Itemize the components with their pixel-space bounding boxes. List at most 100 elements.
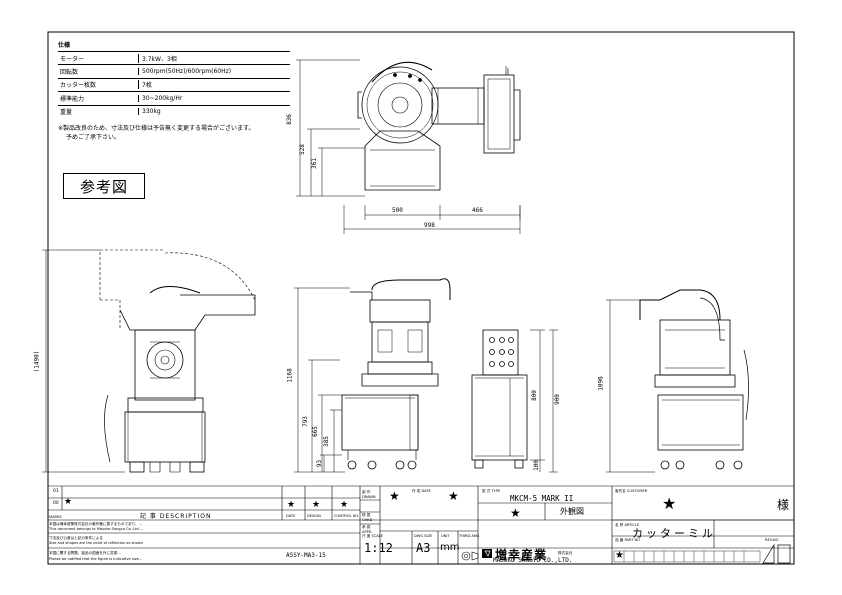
dim-1490: (1490) xyxy=(33,350,41,373)
dim-528: 528 xyxy=(298,144,306,155)
fine-print-2: Size and shapes are the point of reflect… xyxy=(49,541,144,545)
checked-label: 検 図 CHKD xyxy=(362,513,373,522)
company-name-en: MASUKO SANGYO CO.,LTD. xyxy=(493,557,573,564)
fine-print-1: 寸法及び公差は上記の条件による xyxy=(49,536,103,540)
customer-star: ★ xyxy=(662,494,677,513)
top-view-dimensions xyxy=(296,59,521,234)
reference-drawing-stamp: 参考図 xyxy=(63,173,145,199)
drawing-number: ASSY-MA3-15 xyxy=(286,552,326,559)
dim-361: 361 xyxy=(310,158,318,169)
drawing-name: 外観図 xyxy=(560,507,584,516)
revision-triangle xyxy=(762,543,775,564)
date-label: DATE xyxy=(286,514,296,518)
date2-star: ★ xyxy=(448,489,459,503)
spec-row: 標準能力 30~200kg/Hr xyxy=(58,91,290,104)
dim-1096: 1096 xyxy=(597,376,605,391)
customer-sama: 様 xyxy=(777,498,790,512)
article-label: 名 称 ARTICLE xyxy=(615,523,640,527)
spec-row: 重量 330kg xyxy=(58,104,290,118)
dim-836: 836 xyxy=(285,114,293,125)
left-view-dimensions xyxy=(42,249,125,473)
spec-row: 回転数 500rpm(50Hz)/600rpm(60Hz) xyxy=(58,64,290,77)
spec-value: 30~200kg/Hr xyxy=(138,94,290,102)
rev-01: 01 xyxy=(53,489,59,494)
scale-value: 1:12 xyxy=(364,541,393,555)
spec-value: 3.7kW、3相 xyxy=(138,53,290,63)
date-star: ★ xyxy=(287,500,296,510)
design-star: ★ xyxy=(312,500,321,510)
title-block-grid xyxy=(48,485,794,564)
third-angle-circle xyxy=(461,551,471,561)
copyright-jp: 本図は増幸産業株式会社の著作権に属するものであり、… xyxy=(49,522,143,526)
type-value: MKCM-5 MARK II xyxy=(510,494,574,503)
company-logo-mark xyxy=(482,549,492,558)
dim-665: 665 xyxy=(311,426,319,437)
right-view-dimensions xyxy=(606,299,655,473)
size-label: DWG SIZE xyxy=(414,534,433,538)
rev-star: ★ xyxy=(64,497,73,507)
dim-385: 385 xyxy=(322,436,330,447)
spec-label: 標準能力 xyxy=(60,95,85,103)
marks-label: MARKS xyxy=(49,515,62,519)
dim-800: 800 xyxy=(530,390,538,401)
rev-00: 00 xyxy=(53,501,59,506)
spec-row: モーター 3.7kW、3相 xyxy=(58,51,290,64)
spec-value: 500rpm(50Hz)/600rpm(60Hz) xyxy=(138,68,290,76)
spec-label: 重量 xyxy=(60,109,73,117)
spec-label: モーター xyxy=(60,55,85,63)
dim-793: 793 xyxy=(301,416,309,427)
dim-900: 900 xyxy=(553,394,561,405)
company-suffix: 株式会社 xyxy=(558,551,573,555)
part-no-label: 品 番 PART NO xyxy=(615,538,640,542)
right-view xyxy=(639,289,749,470)
design-label: DESIGN xyxy=(307,514,321,518)
dim-500: 500 xyxy=(392,207,403,214)
dim-466: 466 xyxy=(472,207,483,214)
spec-label: 回転数 xyxy=(60,69,79,77)
spec-title: 仕様 xyxy=(58,42,71,49)
spec-table: 仕様 モーター 3.7kW、3相 回転数 500rpm(50Hz)/600rpm… xyxy=(58,40,290,142)
spec-note-1: ※製品改良のため、寸法及び仕様は予告無く変更する場合がございます。 xyxy=(58,124,255,132)
customer-label: 客先名 CUSTOMER xyxy=(615,489,648,493)
part-no-star: ★ xyxy=(615,550,624,561)
dim-1168: 1168 xyxy=(286,368,294,383)
control-star: ★ xyxy=(340,500,349,510)
spec-value: 7枚 xyxy=(138,80,290,90)
scale-label: 尺 度 SCALE xyxy=(362,534,383,538)
revno-label: REV.NO xyxy=(765,538,779,542)
fine-print-4: Please be notified that the figure is in… xyxy=(49,557,143,561)
dim-100: 100 xyxy=(532,460,540,471)
left-view xyxy=(99,249,256,473)
spec-value: 330kg xyxy=(138,108,290,116)
spec-row: カッター枚数 7枚 xyxy=(58,77,290,91)
size-value: A3 xyxy=(416,541,431,555)
revision-box xyxy=(777,544,791,564)
front-view-dimensions xyxy=(294,287,558,473)
front-view xyxy=(341,278,528,470)
date2-label: 作 成 DATE xyxy=(412,489,431,493)
third-angle-cone xyxy=(471,551,479,561)
third-angle-label: THIRD ANG xyxy=(459,534,480,538)
description-label: 記 事 DESCRIPTION xyxy=(140,513,212,520)
part-no-boxes xyxy=(613,550,761,563)
border-frame xyxy=(47,31,795,565)
control-label: CONTROL NO. xyxy=(334,514,360,518)
spec-note-2: 予めご了承下さい。 xyxy=(66,133,121,141)
approved-label: 承 認 APPD xyxy=(362,525,372,534)
spec-label: カッター枚数 xyxy=(60,82,97,90)
top-view xyxy=(357,61,521,191)
unit-label: UNIT xyxy=(441,534,450,538)
dim-998: 998 xyxy=(424,222,435,229)
article-value: カッターミル xyxy=(632,527,716,540)
drawn-star: ★ xyxy=(389,489,400,503)
type-star: ★ xyxy=(510,506,521,520)
copyright-en: This document belongs to Masuko Sangyo C… xyxy=(49,527,144,531)
dim-93: 93 xyxy=(316,459,324,468)
type-label: 型 式 TYPE xyxy=(482,489,501,493)
fine-print-3: 本図に関する問題、製品の図面を外に変更… xyxy=(49,551,121,555)
drawn-label: 製 作 DRAWN xyxy=(362,490,376,499)
unit-value: mm xyxy=(440,542,460,553)
company-name-jp: 増幸産業 xyxy=(495,548,548,562)
